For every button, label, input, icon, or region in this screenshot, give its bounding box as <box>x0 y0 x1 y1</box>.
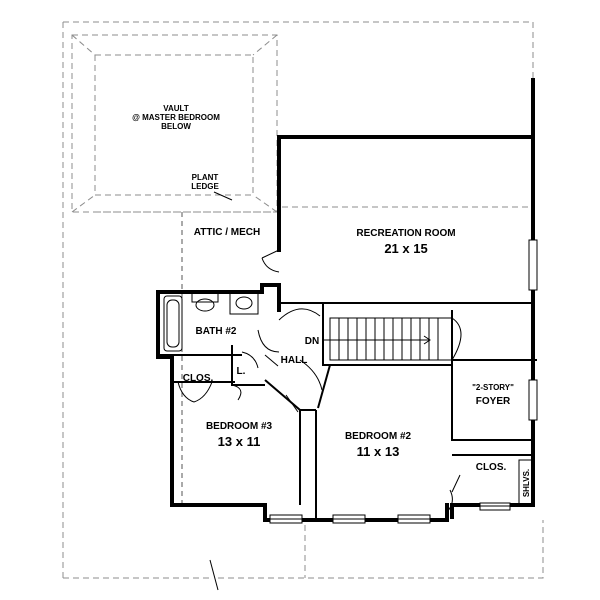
linen-closet-label: L. <box>237 366 246 377</box>
break-mark <box>209 559 219 591</box>
foyer-label: "2-STORY" <box>472 383 514 392</box>
recreation-room-size: 21 x 15 <box>384 241 427 256</box>
vault-label-line3: BELOW <box>161 122 191 131</box>
bath-fixtures <box>163 291 259 352</box>
plant-ledge-label-line2: LEDGE <box>191 182 219 191</box>
stairs <box>322 317 462 361</box>
windows <box>269 239 538 524</box>
stairs-down-label: DN <box>305 336 319 347</box>
bedroom3-size: 13 x 11 <box>218 434 261 449</box>
bath2-label: BATH #2 <box>196 326 237 337</box>
bedroom3-closet-label: CLOS. <box>183 373 214 384</box>
doors <box>177 249 461 513</box>
vault-label-line2: @ MASTER BEDROOM <box>132 113 220 122</box>
plant-ledge-arrow <box>213 191 233 201</box>
shelves-label: SHLVS. <box>522 469 531 497</box>
foyer-closet-label: CLOS. <box>476 462 507 473</box>
recreation-room-label: RECREATION ROOM <box>356 228 455 239</box>
vault-outline <box>71 34 278 213</box>
foyer-label-line2: FOYER <box>476 396 511 407</box>
roof-outline <box>62 21 544 579</box>
bedroom2-label: BEDROOM #2 <box>345 431 412 442</box>
bedroom3-label: BEDROOM #3 <box>206 421 273 432</box>
attic-label: ATTIC / MECH <box>194 227 260 238</box>
hall-label: HALL <box>281 355 308 366</box>
vault-label: VAULT <box>163 104 189 113</box>
bedroom2-size: 11 x 13 <box>357 444 400 459</box>
plant-ledge-label: PLANT <box>192 173 219 182</box>
